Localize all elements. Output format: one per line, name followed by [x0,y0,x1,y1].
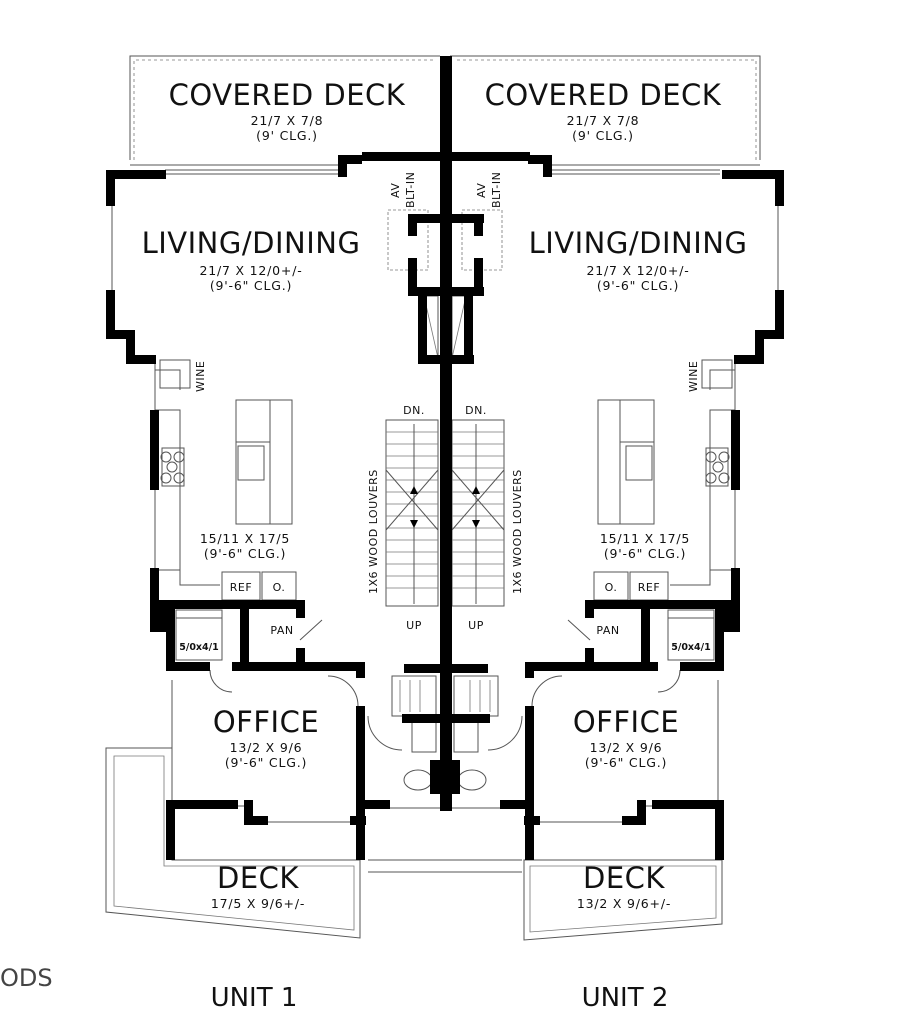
unit2-pantry-label: PAN [596,624,619,637]
unit1-av-label: AV [389,183,402,198]
unit1-stair-up: UP [406,619,422,632]
walls [106,56,784,860]
unit1-office-dims: 13/2 X 9/6 [230,740,303,755]
unit2-covered-deck-ceiling: (9' CLG.) [572,128,634,143]
unit2-wine-label: WINE [687,361,700,392]
unit2-covered-deck-name: COVERED DECK [485,78,722,112]
unit2-office-ceiling: (9'-6" CLG.) [585,755,667,770]
unit2-covered-deck-dims: 21/7 X 7/8 [567,113,640,128]
unit2-closet-label: 5/0x4/1 [671,642,711,653]
unit2-oven-label: O. [605,581,618,594]
unit1-living-dining-name: LIVING/DINING [142,226,361,260]
unit2-deck-dims: 13/2 X 9/6+/- [577,896,671,911]
unit1-wine-label: WINE [194,361,207,392]
thin-lines [105,55,779,941]
unit2-deck-name: DECK [583,861,665,895]
unit2-living-dining-name: LIVING/DINING [529,226,748,260]
unit2-blt-in-label: BLT-IN [490,172,503,208]
unit1-kitchen-ceiling: (9'-6" CLG.) [204,546,286,561]
unit2-labels: COVERED DECK 21/7 X 7/8 (9' CLG.) LIVING… [465,78,747,1013]
unit2-kitchen-dims: 15/11 X 17/5 [600,531,690,546]
unit1-deck-name: DECK [217,861,299,895]
unit1-covered-deck-name: COVERED DECK [169,78,406,112]
unit2-living-dining-ceiling: (9'-6" CLG.) [597,278,679,293]
unit2-living-dining-dims: 21/7 X 12/0+/- [586,263,689,278]
unit1-covered-deck-dims: 21/7 X 7/8 [251,113,324,128]
unit2-stair-up: UP [468,619,484,632]
unit1-office-name: OFFICE [213,705,319,739]
unit2-stair-down: DN. [465,404,487,417]
unit1-office-ceiling: (9'-6" CLG.) [225,755,307,770]
unit1-stair-down: DN. [403,404,425,417]
unit1-title: UNIT 1 [211,983,298,1013]
unit1-covered-deck-ceiling: (9' CLG.) [256,128,318,143]
unit2-av-label: AV [475,183,488,198]
unit2-title: UNIT 2 [582,983,669,1013]
unit2-louvers-label: 1X6 WOOD LOUVERS [511,469,524,594]
unit1-louvers-label: 1X6 WOOD LOUVERS [367,469,380,594]
unit1-labels: COVERED DECK 21/7 X 7/8 (9' CLG.) LIVING… [142,78,425,1013]
unit1-deck-dims: 17/5 X 9/6+/- [211,896,305,911]
unit1-ref-label: REF [230,581,252,594]
unit1-kitchen-dims: 15/11 X 17/5 [200,531,290,546]
unit1-closet-label: 5/0x4/1 [179,642,219,653]
unit2-ref-label: REF [638,581,660,594]
watermark: ODS [0,964,53,992]
unit1-oven-label: O. [273,581,286,594]
stair-treads [386,431,504,589]
unit1-pantry-label: PAN [270,624,293,637]
unit1-blt-in-label: BLT-IN [404,172,417,208]
unit2-office-name: OFFICE [573,705,679,739]
unit2-kitchen-ceiling: (9'-6" CLG.) [604,546,686,561]
unit1-living-dining-dims: 21/7 X 12/0+/- [199,263,302,278]
unit1-living-dining-ceiling: (9'-6" CLG.) [210,278,292,293]
unit2-office-dims: 13/2 X 9/6 [590,740,663,755]
